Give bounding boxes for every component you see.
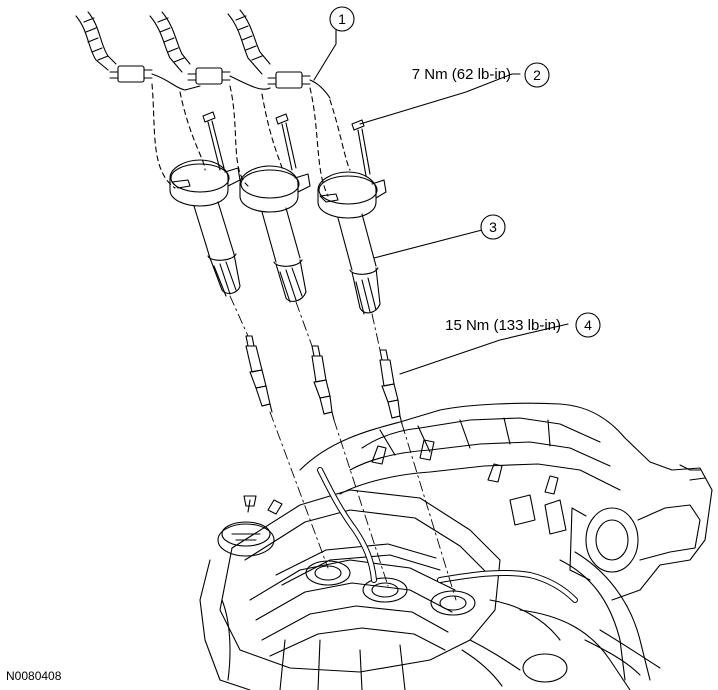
spark-plug-3 xyxy=(379,349,403,425)
callout-leaders xyxy=(313,29,569,375)
callout-3: 3 xyxy=(480,214,506,240)
callout-4: 15 Nm (133 lb-in) 4 xyxy=(445,312,601,338)
ignition-coil-2 xyxy=(239,165,311,303)
callout-1: 1 xyxy=(329,6,355,32)
engine-block-illustration xyxy=(199,402,713,690)
ignition-coil-3 xyxy=(317,171,387,315)
torque-spec-label: 7 Nm (62 lb-in) xyxy=(412,66,511,83)
ignition-coil-1 xyxy=(169,159,241,297)
connector-alignment-lines xyxy=(151,83,351,197)
wire-harness xyxy=(75,9,331,99)
spark-plug-2 xyxy=(311,345,335,421)
callout-number: 3 xyxy=(489,219,497,235)
coil-bolts xyxy=(202,111,371,177)
installation-centerlines xyxy=(229,295,457,601)
callout-number: 1 xyxy=(338,11,346,27)
figure-code: N0080408 xyxy=(6,669,62,683)
spark-plug-1 xyxy=(245,335,273,413)
callout-number: 2 xyxy=(533,67,541,83)
torque-spec-label: 15 Nm (133 lb-in) xyxy=(445,317,561,334)
callout-2: 7 Nm (62 lb-in) 2 xyxy=(412,62,550,88)
callout-number: 4 xyxy=(584,317,592,333)
